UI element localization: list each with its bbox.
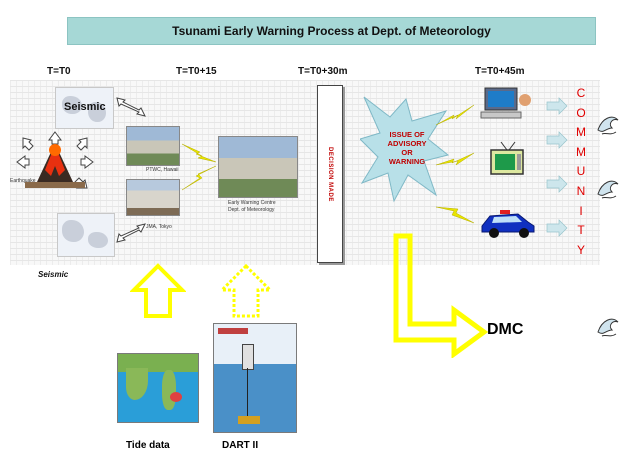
community-letter: I <box>579 203 583 218</box>
dart-label: DART II <box>222 440 259 451</box>
tsunami-wave-icon <box>597 180 619 199</box>
issue-line-3: OR <box>401 148 413 157</box>
police-car-icon <box>481 210 535 238</box>
issue-line-2: ADVISORY <box>387 139 427 148</box>
ewc-label-1: Early Warning Centre <box>228 200 276 206</box>
seismic-label: Seismic <box>64 101 106 113</box>
community-letter: N <box>576 183 586 198</box>
issue-text: ISSUE OF ADVISORY OR WARNING <box>372 130 442 166</box>
issue-line-4: WARNING <box>388 157 426 166</box>
tide-data-label: Tide data <box>126 440 170 451</box>
arrow-icon <box>546 97 568 237</box>
time-t45: T=T0+45m <box>475 66 525 77</box>
time-t30: T=T0+30m <box>298 66 348 77</box>
issue-line-1: ISSUE OF <box>389 130 425 139</box>
dart-diagram <box>213 323 297 433</box>
community-letter: C <box>576 86 586 100</box>
computer-icon <box>480 87 531 119</box>
diagram-title: Tsunami Early Warning Process at Dept. o… <box>67 17 596 45</box>
time-t0: T=T0 <box>47 66 71 77</box>
tv-icon <box>490 141 524 175</box>
tsunami-wave-icon <box>597 116 619 135</box>
community-letter: M <box>576 144 586 159</box>
community-label: C O M M U N I T Y <box>574 84 588 260</box>
up-arrow-icon <box>218 263 274 318</box>
tsunami-wave-icon <box>597 318 619 337</box>
ptwc-label: PTWC, Hawaii <box>146 167 179 173</box>
community-letter: O <box>576 105 586 120</box>
ptwc-photo <box>126 126 180 166</box>
community-letter: T <box>577 223 585 238</box>
tide-map <box>117 353 199 423</box>
jma-label: JMA, Tokyo <box>146 224 172 230</box>
dmc-label: DMC <box>487 321 524 338</box>
lightning-icon <box>435 104 475 224</box>
decision-box: DECISION MADE <box>317 85 343 263</box>
seismic-bottom-label: Seismic <box>38 270 69 279</box>
seismic-map-top: Seismic <box>55 87 114 129</box>
community-letter: M <box>576 125 586 140</box>
jma-photo <box>126 179 180 216</box>
earthquake-label: Earthquake <box>10 178 36 184</box>
ewc-photo <box>218 136 298 198</box>
lightning-icon <box>181 143 217 191</box>
up-arrow-icon <box>130 263 186 318</box>
community-letter: Y <box>576 242 585 257</box>
time-t15: T=T0+15 <box>176 66 217 77</box>
ewc-label-2: Dept. of Meteorology <box>228 207 275 213</box>
decision-label: DECISION MADE <box>327 146 333 202</box>
double-arrow-icon <box>116 223 146 243</box>
dmc-arrow <box>393 233 489 358</box>
seismic-map-bottom <box>57 213 115 257</box>
volcano-icon <box>16 131 94 189</box>
double-arrow-icon <box>116 97 146 117</box>
warning-starburst <box>360 96 450 203</box>
community-letter: U <box>576 164 586 179</box>
